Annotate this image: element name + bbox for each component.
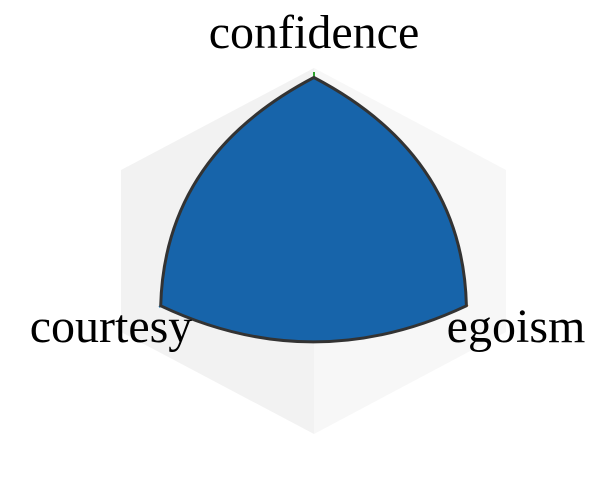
confidence-axis-label: confidence	[209, 6, 420, 59]
egoism-axis-label: egoism	[447, 300, 586, 353]
courtesy-axis-label: courtesy	[30, 300, 193, 353]
ternary-region	[159, 76, 468, 344]
